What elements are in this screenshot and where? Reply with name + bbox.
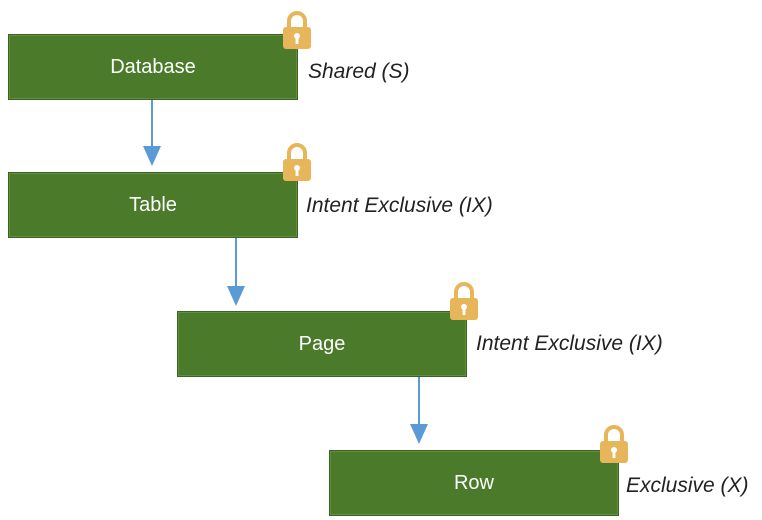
lock-icon <box>283 143 311 181</box>
node-database: Database <box>8 34 298 100</box>
arrow-database-to-table <box>143 100 161 166</box>
lock-icon <box>283 11 311 49</box>
lock-mode-database: Shared (S) <box>308 60 410 83</box>
lock-mode-row: Exclusive (X) <box>626 474 749 497</box>
node-row-label: Row <box>453 471 494 494</box>
node-database-label: Database <box>110 55 196 78</box>
node-row: Row <box>329 450 619 516</box>
node-page: Page <box>177 311 467 377</box>
node-table-label: Table <box>129 193 177 216</box>
lock-icon <box>600 425 628 463</box>
lock-mode-table: Intent Exclusive (IX) <box>306 194 493 217</box>
node-page-label: Page <box>298 332 346 355</box>
arrow-page-to-row <box>410 376 428 444</box>
lock-icon <box>450 282 478 320</box>
arrow-table-to-page <box>227 238 245 306</box>
node-table: Table <box>8 172 298 238</box>
lock-mode-page: Intent Exclusive (IX) <box>476 332 663 355</box>
